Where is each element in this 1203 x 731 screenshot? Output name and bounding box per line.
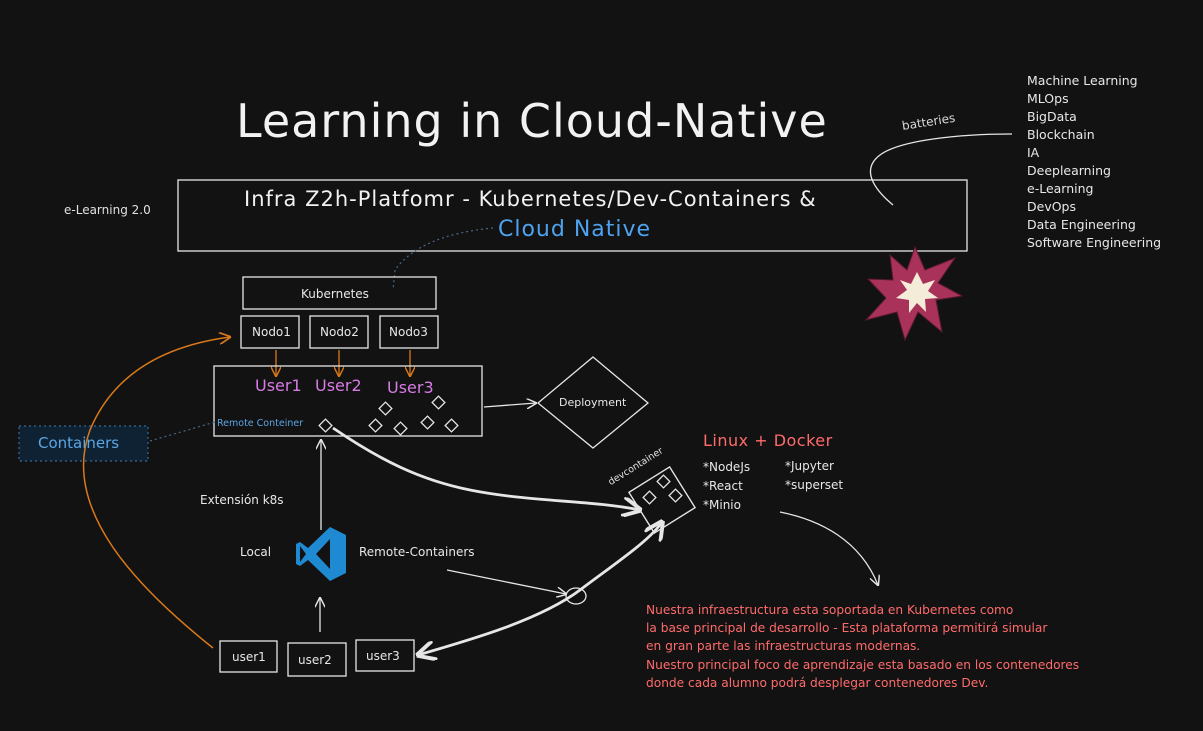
workspace-box bbox=[213, 365, 483, 437]
side-label: e-Learning 2.0 bbox=[64, 203, 151, 217]
stack-title: Linux + Docker bbox=[703, 431, 833, 450]
kubernetes-box bbox=[242, 276, 437, 310]
explosion-icon bbox=[864, 245, 964, 342]
container-diamonds bbox=[318, 395, 459, 436]
stack-item: *superset bbox=[785, 478, 844, 492]
devcontainer-users-arrow bbox=[418, 522, 662, 655]
remote-containers-pointer bbox=[446, 569, 566, 594]
user-box-2 bbox=[287, 642, 347, 677]
description-line: Nuestra infraestructura esta soportada e… bbox=[646, 603, 1014, 617]
node-box-2 bbox=[309, 315, 369, 349]
node-label-3: Nodo3 bbox=[389, 325, 428, 339]
node-label-2: Nodo2 bbox=[320, 325, 359, 339]
banner-box bbox=[177, 179, 968, 252]
devcontainer-box bbox=[627, 465, 697, 535]
stack-item: *Minio bbox=[703, 498, 741, 512]
description-text: Nuestra infraestructura esta soportada e… bbox=[646, 601, 1079, 692]
node-box-1 bbox=[240, 315, 300, 349]
batteries-curve bbox=[869, 133, 1013, 206]
user-label-3: User3 bbox=[387, 378, 434, 397]
description-line: donde cada alumno podrá desplegar conten… bbox=[646, 675, 989, 690]
dotted-connector-banner bbox=[392, 227, 494, 291]
stack-item: *NodeJs bbox=[703, 460, 751, 474]
topic-item: BigData bbox=[1027, 109, 1077, 124]
orange-feedback-arrow bbox=[82, 337, 230, 649]
topic-item: Machine Learning bbox=[1027, 73, 1138, 88]
kubernetes-label: Kubernetes bbox=[301, 287, 369, 301]
stack-item: *Jupyter bbox=[785, 459, 834, 473]
topic-item: IA bbox=[1027, 145, 1040, 160]
vscode-icon bbox=[296, 527, 346, 581]
description-line: la base principal de desarrollo - Esta p… bbox=[646, 621, 1048, 636]
extension-label: Extensión k8s bbox=[200, 493, 284, 507]
page-title: Learning in Cloud-Native bbox=[236, 94, 828, 148]
stack-to-description-arrow bbox=[779, 511, 878, 585]
deployment-diamond bbox=[536, 356, 650, 449]
description-line: en gran parte las infraestructuras moder… bbox=[646, 639, 921, 654]
containers-dotted-link bbox=[149, 421, 216, 442]
bottom-user-label-3: user3 bbox=[366, 649, 400, 663]
remote-container-label: Remote Conteiner bbox=[217, 418, 304, 429]
node-box-3 bbox=[379, 315, 439, 349]
topic-item: Deeplearning bbox=[1027, 163, 1111, 178]
junction-circle bbox=[565, 587, 587, 605]
containers-label: Containers bbox=[38, 434, 120, 452]
node-label-1: Nodo1 bbox=[252, 325, 291, 339]
stack-list-left: *NodeJs *React *Minio bbox=[703, 458, 750, 515]
banner-line-1: Infra Z2h-Platfomr - Kubernetes/Dev-Cont… bbox=[244, 187, 817, 211]
topic-item: e-Learning bbox=[1027, 181, 1094, 196]
user-label-1: User1 bbox=[255, 376, 302, 395]
deployment-label: Deployment bbox=[559, 396, 627, 409]
bottom-user-label-1: user1 bbox=[232, 650, 266, 664]
deployment-arrow bbox=[483, 403, 536, 407]
devcontainer-diamonds bbox=[642, 474, 683, 505]
user-label-2: User2 bbox=[315, 376, 362, 395]
user-box-1 bbox=[219, 640, 278, 673]
stack-list-right: *Jupyter *superset bbox=[785, 457, 843, 495]
topic-item: Software Engineering bbox=[1027, 235, 1162, 250]
stack-item: *React bbox=[703, 479, 743, 493]
bottom-user-label-2: user2 bbox=[298, 653, 332, 667]
topic-item: Blockchain bbox=[1027, 127, 1095, 142]
topics-list: Machine Learning MLOps BigData Blockchai… bbox=[1027, 72, 1161, 252]
description-line: Nuestro principal foco de aprendizaje es… bbox=[646, 657, 1080, 672]
topic-item: MLOps bbox=[1027, 91, 1069, 106]
banner-line-2: Cloud Native bbox=[498, 217, 652, 242]
topic-item: Data Engineering bbox=[1027, 217, 1136, 232]
remote-to-devcontainer-arrow bbox=[332, 426, 640, 510]
local-label: Local bbox=[240, 545, 272, 559]
topic-item: DevOps bbox=[1027, 199, 1076, 214]
remote-containers-label: Remote-Containers bbox=[359, 545, 475, 559]
